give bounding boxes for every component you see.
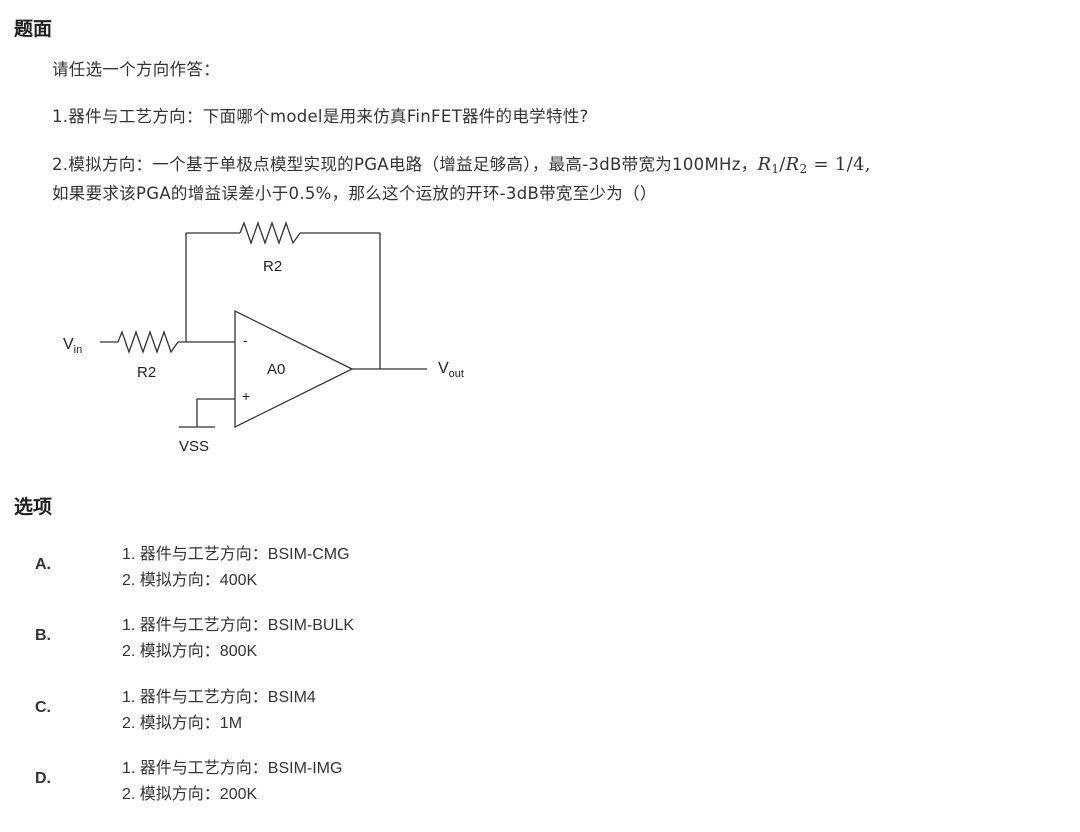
feedback-resistor — [239, 221, 301, 245]
option-letter: B. — [35, 627, 51, 644]
option-letter: D. — [35, 770, 51, 787]
vout-main: V — [438, 360, 449, 377]
vss-label: VSS — [179, 438, 209, 455]
vin-label: Vin — [63, 336, 82, 356]
options-heading: 选项 — [14, 496, 53, 518]
option-device-answer: 1. 器件与工艺方向：BSIM-BULK — [122, 617, 355, 634]
opamp-label: A0 — [267, 361, 285, 378]
option-analog-answer: 2. 模拟方向：1M — [122, 715, 243, 732]
question-device-process: 1.器件与工艺方向：下面哪个model是用来仿真FinFET器件的电学特性? — [52, 107, 589, 126]
formula-tail: , — [864, 154, 871, 175]
input-resistor — [117, 330, 179, 354]
feedback-resistor-label: R2 — [263, 258, 282, 275]
vout-label: Vout — [438, 360, 464, 380]
question-analog-line1: 2.模拟方向：一个基于单极点模型实现的PGA电路（增益足够高），最高-3dB带宽… — [52, 151, 871, 176]
option-analog-answer: 2. 模拟方向：200K — [122, 786, 258, 803]
question-intro: 请任选一个方向作答： — [52, 60, 220, 79]
formula-r1-sub: 1 — [771, 162, 780, 176]
option-analog-answer: 2. 模拟方向：800K — [122, 643, 258, 660]
option-b[interactable]: B. 1. 器件与工艺方向：BSIM-BULK 2. 模拟方向：800K — [0, 609, 1080, 665]
pga-circuit-diagram: Vin R2 R2 - + A0 Vout VSS — [63, 221, 464, 455]
inverting-input-sign: - — [243, 332, 248, 348]
option-letter: C. — [35, 699, 51, 716]
option-a[interactable]: A. 1. 器件与工艺方向：BSIM-CMG 2. 模拟方向：400K — [0, 538, 1080, 594]
formula-slash: / — [779, 154, 786, 175]
noninverting-input-sign: + — [242, 388, 250, 404]
formula-r2-sub: 2 — [799, 162, 808, 176]
option-letter: A. — [35, 556, 51, 573]
option-c[interactable]: C. 1. 器件与工艺方向：BSIM4 2. 模拟方向：1M — [0, 681, 1080, 737]
question-analog-text: 2.模拟方向：一个基于单极点模型实现的PGA电路（增益足够高），最高-3dB带宽… — [52, 155, 758, 174]
formula-r2: R — [785, 154, 800, 175]
vin-main: V — [63, 336, 74, 353]
option-device-answer: 1. 器件与工艺方向：BSIM-IMG — [122, 760, 343, 777]
option-device-answer: 1. 器件与工艺方向：BSIM-CMG — [122, 546, 350, 563]
question-analog-line2: 如果要求该PGA的增益误差小于0.5%，那么这个运放的开环-3dB带宽至少为（） — [52, 184, 657, 203]
option-d[interactable]: D. 1. 器件与工艺方向：BSIM-IMG 2. 模拟方向：200K — [0, 752, 1080, 808]
option-analog-answer: 2. 模拟方向：400K — [122, 572, 258, 589]
formula-rhs: = 1/4 — [807, 154, 865, 175]
vin-sub: in — [74, 344, 83, 356]
formula-r1: R — [757, 154, 772, 175]
opamp-triangle — [234, 309, 354, 429]
option-device-answer: 1. 器件与工艺方向：BSIM4 — [122, 689, 316, 706]
resistor-ratio-formula: R1/R2 = 1/4, — [757, 154, 871, 176]
question-heading: 题面 — [14, 18, 53, 40]
vout-sub: out — [449, 368, 464, 380]
input-resistor-label: R2 — [137, 364, 156, 381]
